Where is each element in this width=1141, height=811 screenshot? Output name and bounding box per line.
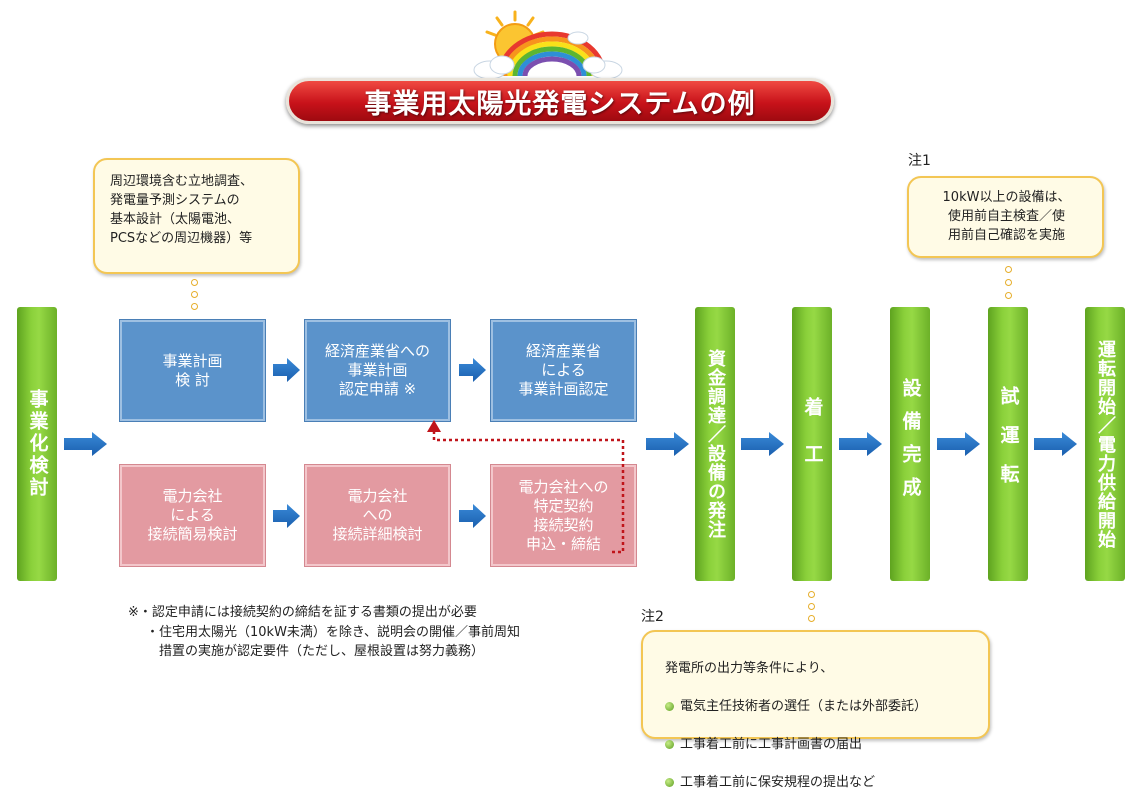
- note2-item: 工事着工前に工事計画書の届出: [665, 735, 978, 754]
- bullet-icon: [665, 702, 674, 711]
- column-completion-label: 設備完成: [899, 378, 922, 510]
- column-construction-label: 着工: [801, 397, 824, 491]
- note2-item: 電気主任技術者の選任（または外部委託）: [665, 697, 978, 716]
- note-survey: 周辺環境含む立地調査、 発電量予測システムの 基本設計（太陽電池、 PCSなどの…: [93, 158, 300, 274]
- footnote-line3: 措置の実施が認定要件（ただし、屋根設置は努力義務）: [159, 644, 485, 659]
- column-start: 事業化検討: [17, 307, 57, 581]
- box-simple-review-text: 電力会社 による 接続簡易検討: [147, 487, 238, 543]
- note2-box: 発電所の出力等条件により、 電気主任技術者の選任（または外部委託） 工事着工前に…: [641, 630, 990, 790]
- box-meti-approval: 経済産業省 による 事業計画認定: [490, 319, 637, 422]
- arrow-icon: [459, 504, 486, 528]
- connector-arrowhead-icon: [427, 420, 441, 432]
- box-detailed-review: 電力会社 への 接続詳細検討: [304, 464, 451, 567]
- column-completion: 設備完成: [890, 307, 930, 581]
- note2-label: 注2: [641, 609, 664, 625]
- dotted-connector: [432, 428, 625, 554]
- box-detailed-review-text: 電力会社 への 接続詳細検討: [332, 487, 423, 543]
- arrow-icon: [273, 504, 300, 528]
- page-title: 事業用太陽光発電システムの例: [364, 88, 756, 120]
- note-survey-connector-dot: [191, 303, 198, 310]
- arrow-icon: [1034, 432, 1077, 456]
- arrow-icon: [459, 358, 486, 382]
- column-construction: 着工: [792, 307, 832, 581]
- column-operation: 運転開始／電力供給開始: [1085, 307, 1125, 581]
- note2-connector-dot: [808, 615, 815, 622]
- note2-connector-dot: [808, 591, 815, 598]
- box-meti-application-text: 経済産業省への 事業計画 認定申請 ※: [324, 342, 430, 398]
- flow-arrows: [64, 358, 1077, 554]
- box-contract-text: 電力会社への 特定契約 接続契約 申込・締結: [518, 477, 609, 553]
- note1-connector-dot: [1005, 266, 1012, 273]
- note1-label: 注1: [908, 153, 931, 169]
- column-trial-label: 試運転: [997, 385, 1020, 503]
- note1-box: 10kW以上の設備は、 使用前自主検査／使 用前自己確認を実施: [907, 176, 1104, 258]
- note1-connector-dot: [1005, 292, 1012, 299]
- box-simple-review: 電力会社 による 接続簡易検討: [119, 464, 266, 567]
- footnote-line2: ・住宅用太陽光（10kW未満）を除き、説明会の開催／事前周知: [146, 625, 521, 640]
- arrow-icon: [741, 432, 784, 456]
- note2-connector-dot: [808, 603, 815, 610]
- box-meti-application: 経済産業省への 事業計画 認定申請 ※: [304, 319, 451, 422]
- column-procurement: 資金調達／設備の発注: [695, 307, 735, 581]
- arrow-icon: [839, 432, 882, 456]
- note2-item: 工事着工前に保安規程の提出など: [665, 773, 978, 792]
- column-operation-label: 運転開始／電力供給開始: [1095, 339, 1116, 549]
- column-procurement-label: 資金調達／設備の発注: [705, 349, 726, 539]
- note-survey-connector-dot: [191, 279, 198, 286]
- note2-intro: 発電所の出力等条件により、: [665, 661, 834, 676]
- box-plan-review: 事業計画 検 討: [119, 319, 266, 422]
- bullet-icon: [665, 740, 674, 749]
- arrow-icon: [937, 432, 980, 456]
- column-trial: 試運転: [988, 307, 1028, 581]
- arrow-icon: [646, 432, 689, 456]
- bullet-icon: [665, 778, 674, 787]
- box-plan-review-text: 事業計画 検 討: [162, 351, 223, 389]
- note1-connector-dot: [1005, 279, 1012, 286]
- title-banner: 事業用太陽光発電システムの例: [286, 78, 834, 124]
- arrow-icon: [64, 432, 107, 456]
- arrow-icon: [273, 358, 300, 382]
- note-survey-connector-dot: [191, 291, 198, 298]
- footnote-line1: ※・認定申請には接続契約の締結を証する書類の提出が必要: [128, 605, 477, 620]
- column-start-label: 事業化検討: [26, 389, 49, 499]
- box-contract: 電力会社への 特定契約 接続契約 申込・締結: [490, 464, 637, 567]
- box-meti-approval-text: 経済産業省 による 事業計画認定: [518, 342, 609, 398]
